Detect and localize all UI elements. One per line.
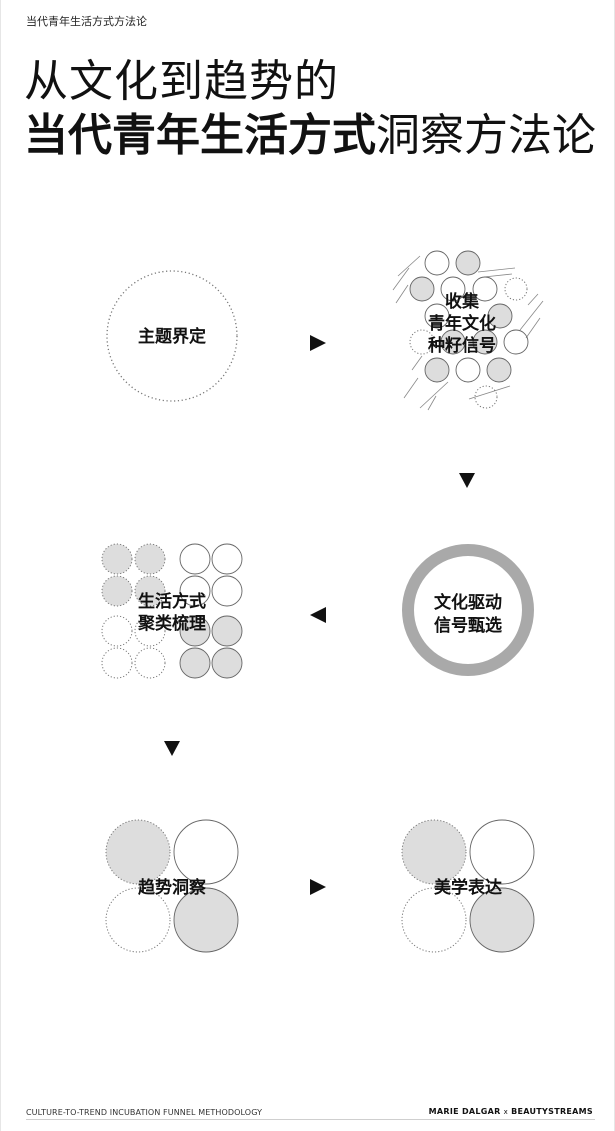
stage-collect-label-3: 种籽信号 — [427, 335, 496, 356]
insight-circle — [105, 887, 171, 953]
cluster-circle — [179, 575, 211, 607]
brand-marie-dalgar: MARIE DALGAR — [428, 1107, 501, 1116]
stage-cluster-label-2: 聚类梳理 — [137, 613, 206, 634]
title-line-2: 当代青年生活方式洞察方法论 — [24, 114, 596, 158]
brand-beautystreams: BEAUTYSTREAMS — [511, 1107, 593, 1116]
collect-circle — [424, 357, 450, 383]
collect-circle — [504, 277, 528, 301]
collect-circle — [409, 276, 435, 302]
stage-filter-label-2: 信号甄选 — [434, 615, 502, 636]
stage-collect-label-2: 青年文化 — [428, 313, 496, 334]
cluster-circle — [101, 543, 133, 575]
arrow-down-icon — [459, 473, 475, 488]
express-circle — [469, 819, 535, 885]
cluster-circle — [179, 615, 211, 647]
arrow-right-icon — [310, 335, 326, 351]
collect-circle — [487, 303, 513, 329]
express-circle — [469, 887, 535, 953]
arrow-down-icon — [164, 741, 180, 756]
stage-insight-label: 趋势洞察 — [138, 877, 207, 898]
stage-collect-label-1: 收集 — [445, 291, 480, 312]
stage-express: 美学表达 — [401, 819, 535, 953]
collect-circle — [409, 329, 435, 355]
cluster-circle — [179, 647, 211, 679]
stage-express-label: 美学表达 — [434, 877, 502, 898]
stage-filter-label-1: 文化驱动 — [434, 592, 502, 613]
collect-circle — [474, 385, 498, 409]
stage-collect: 收集 青年文化 种籽信号 — [392, 250, 544, 411]
express-circle — [401, 887, 467, 953]
insight-circle — [173, 887, 239, 953]
collect-circle — [455, 250, 481, 276]
cluster-circle — [134, 543, 166, 575]
stage-definition: 主题界定 — [106, 270, 238, 402]
arrow-right-icon — [310, 879, 326, 895]
collect-circle — [503, 329, 529, 355]
insight-circle — [173, 819, 239, 885]
stage-insight: 趋势洞察 — [105, 819, 239, 953]
definition-dotted-circle — [106, 270, 238, 402]
collect-circle — [486, 357, 512, 383]
cluster-circle — [179, 543, 211, 575]
filter-ring — [402, 544, 534, 676]
cluster-circle — [134, 615, 166, 647]
title-line-2-light: 洞察方法论 — [376, 110, 596, 161]
cluster-circle — [101, 575, 133, 607]
collect-circle — [424, 250, 450, 276]
arrow-left-icon — [310, 607, 326, 623]
title-line-1: 从文化到趋势的 — [24, 56, 339, 107]
cluster-circle — [134, 575, 166, 607]
stage-cluster-label-1: 生活方式 — [138, 591, 206, 612]
stage-filter: 文化驱动 信号甄选 — [402, 544, 534, 676]
brand-separator: x — [503, 1108, 509, 1116]
top-label: 当代青年生活方式方法论 — [26, 15, 147, 28]
scattered-lines — [392, 255, 544, 411]
cluster-circle — [101, 647, 133, 679]
collect-circle — [455, 357, 481, 383]
stage-definition-label: 主题界定 — [138, 326, 206, 347]
cluster-circle — [101, 615, 133, 647]
cluster-circle — [211, 647, 243, 679]
stage-cluster: 生活方式 聚类梳理 — [101, 543, 243, 679]
cluster-circle — [211, 615, 243, 647]
collect-circle — [440, 276, 466, 302]
cluster-circle — [211, 543, 243, 575]
cluster-circle — [211, 575, 243, 607]
insight-circle — [105, 819, 171, 885]
collect-circle — [472, 276, 498, 302]
footer-methodology-caption: CULTURE-TO-TREND INCUBATION FUNNEL METHO… — [26, 1108, 263, 1117]
collect-circle — [424, 303, 450, 329]
cluster-circle — [134, 647, 166, 679]
collect-circle — [472, 329, 498, 355]
title-line-2-bold: 当代青年生活方式 — [24, 110, 376, 161]
express-circle — [401, 819, 467, 885]
collect-circle — [440, 329, 466, 355]
footer-divider — [26, 1119, 595, 1120]
